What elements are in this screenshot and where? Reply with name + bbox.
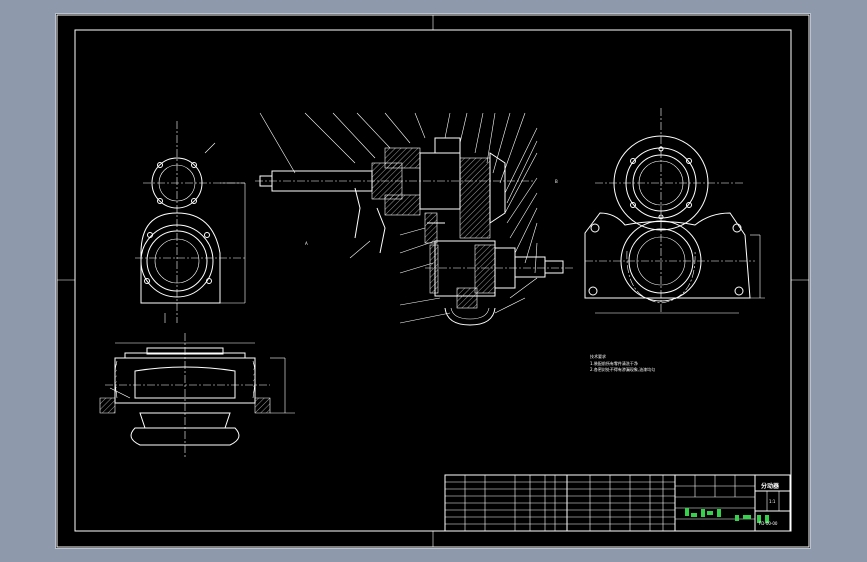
section-view-bottom[interactable] xyxy=(99,333,295,458)
title-block[interactable]: 分动器 1:1 FD-00-00 xyxy=(444,474,791,532)
drawing-sheet: A B xyxy=(56,14,810,548)
scale-tag: 1:1 xyxy=(769,499,776,504)
technical-notes: 技术要求 1.装配前所有零件清洗干净 2.各密封处不得有渗漏现象,油漆均匀 xyxy=(590,353,655,372)
technical-note-line-1: 1.装配前所有零件清洗干净 xyxy=(590,360,638,366)
svg-text:A: A xyxy=(305,241,308,246)
balloon-leader-icon xyxy=(259,112,538,324)
technical-note-line-2: 2.各密封处不得有渗漏现象,油漆均匀 xyxy=(590,366,655,372)
front-view-left[interactable] xyxy=(135,121,247,323)
drawing-code: FD-00-00 xyxy=(759,521,778,526)
technical-notes-heading: 技术要求 xyxy=(590,353,606,359)
sheet-frame xyxy=(56,14,810,548)
cad-drawing-canvas[interactable]: A B xyxy=(55,13,811,549)
front-view-right[interactable] xyxy=(584,108,765,314)
assembly-name: 分动器 xyxy=(761,482,780,490)
section-view-side[interactable]: A B xyxy=(255,112,575,326)
svg-text:B: B xyxy=(555,179,558,184)
